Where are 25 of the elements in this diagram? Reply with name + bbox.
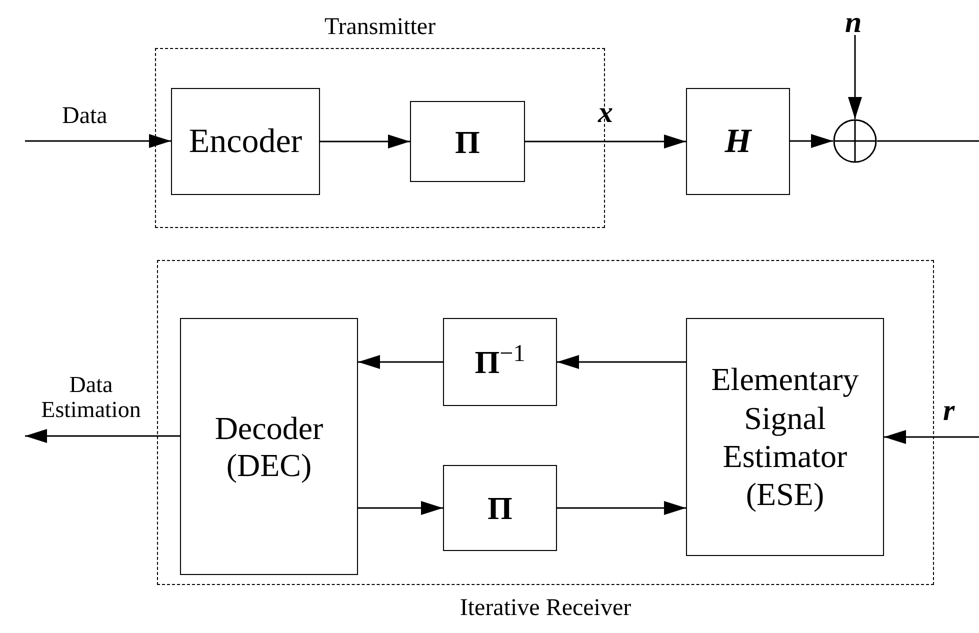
arrow [557, 501, 686, 515]
arrow [320, 134, 410, 148]
adder-circle [833, 119, 877, 163]
edge-label: Data Estimation [40, 372, 142, 423]
arrow [358, 501, 443, 515]
channel-box: H [686, 88, 790, 195]
group-title: Transmitter [324, 13, 436, 42]
arrow [25, 134, 171, 148]
arrow [525, 134, 686, 148]
interleaver-box: Π [443, 465, 557, 551]
edge-label: r [943, 393, 955, 429]
encoder-box: Encoder [171, 88, 320, 195]
edge-label: n [845, 5, 862, 41]
interleaver-box: Π [410, 101, 525, 182]
estimator-box: Elementary Signal Estimator (ESE) [686, 318, 884, 556]
arrow [25, 429, 180, 443]
arrow [557, 355, 686, 369]
edge-label: Data [62, 102, 108, 131]
deinterleaver-box: Π$^{−1}$ [443, 318, 557, 406]
arrow [790, 134, 833, 148]
arrow [884, 430, 979, 444]
decoder-box: Decoder (DEC) [180, 318, 358, 575]
group-title: Iterative Receiver [460, 594, 632, 623]
arrow [358, 355, 443, 369]
arrow [848, 35, 862, 119]
